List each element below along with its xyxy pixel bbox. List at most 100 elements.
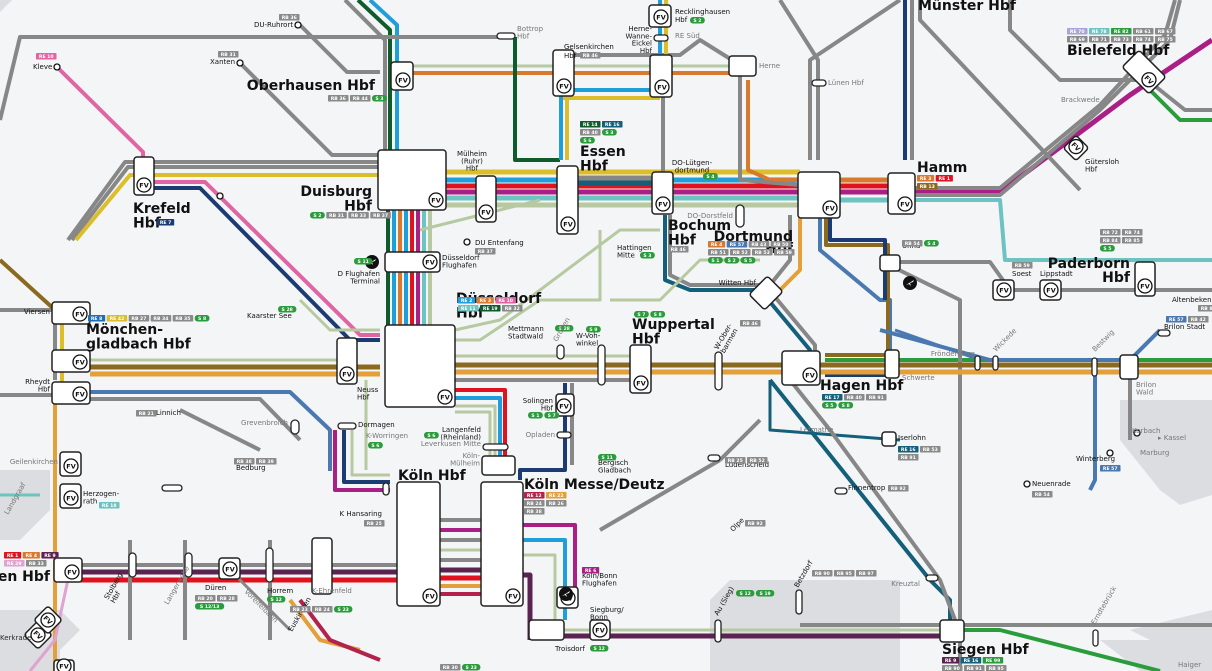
station-aachen-west[interactable]: FV: [34, 606, 62, 634]
station-re-sued[interactable]: [653, 34, 669, 42]
station-koeln-deutz[interactable]: FV: [480, 481, 524, 607]
station-soest[interactable]: FV: [992, 279, 1015, 301]
station-koeln-hbf-box[interactable]: [396, 481, 441, 607]
station-koeln-muelheim-box[interactable]: [481, 455, 516, 476]
station-siegen[interactable]: [939, 619, 965, 643]
station-opladen[interactable]: [556, 431, 572, 439]
station-aachen[interactable]: FV: [53, 557, 83, 583]
station-troisdorf-box[interactable]: [528, 619, 565, 641]
station-rheydt[interactable]: FV: [51, 381, 91, 405]
station-unna[interactable]: [879, 254, 901, 272]
station-winterberg[interactable]: [1106, 449, 1114, 457]
station-langerwehe[interactable]: [184, 552, 193, 578]
station-herzogenrath[interactable]: FV: [59, 483, 82, 509]
station-dus-flughafen[interactable]: FV: [384, 251, 441, 273]
station-gelsenkirchen[interactable]: FV: [552, 49, 575, 97]
station-hagen[interactable]: FV: [781, 350, 821, 386]
fv-icon-label: FV: [656, 14, 665, 22]
fv-icon-label: FV: [563, 221, 572, 229]
station-muelheim[interactable]: FV: [475, 175, 497, 223]
station-recklinghausen[interactable]: FV: [648, 4, 672, 28]
station-schwerte[interactable]: [884, 349, 900, 379]
station-witten-box[interactable]: [749, 276, 783, 310]
station-leverkusen[interactable]: [482, 443, 509, 451]
station-au[interactable]: [714, 619, 722, 643]
station-betzdorf[interactable]: [795, 589, 803, 615]
station-witten[interactable]: [749, 276, 783, 310]
station-lippstadt[interactable]: FV: [1039, 279, 1062, 301]
station-wuppertal[interactable]: FV: [629, 344, 652, 394]
station-koeln-west[interactable]: [382, 482, 390, 496]
station-horrem[interactable]: [265, 547, 274, 583]
station-bottrop[interactable]: [496, 32, 516, 40]
station-grevenbroich[interactable]: [290, 419, 300, 435]
station-koeln-deutz-box[interactable]: [480, 481, 524, 607]
station-gruiten[interactable]: [556, 344, 565, 360]
label-lippstadt: Lippstadt: [1040, 270, 1073, 278]
station-brilon-wald-box[interactable]: [1119, 354, 1139, 380]
station-neuenrade[interactable]: [1023, 480, 1031, 488]
station-duesseldorf[interactable]: FV: [384, 324, 456, 408]
station-herne-wanne[interactable]: FV: [649, 54, 673, 98]
station-duisburg-box[interactable]: [377, 149, 447, 211]
station-herne[interactable]: [728, 55, 757, 77]
station-wickede[interactable]: [992, 355, 999, 371]
station-brilon-stadt[interactable]: [1157, 329, 1171, 337]
station-solingen[interactable]: FV: [555, 393, 575, 417]
line-badge-label: RB 33: [29, 561, 44, 567]
station-essen-box[interactable]: [556, 165, 579, 235]
station-linnich-ignore[interactable]: [216, 192, 224, 200]
station-krefeld[interactable]: FV: [133, 156, 155, 196]
station-essen[interactable]: FV: [556, 165, 579, 235]
station-paderborn[interactable]: FV: [1134, 261, 1156, 297]
station-vohwinkel[interactable]: [597, 344, 606, 386]
station-mg[interactable]: FV: [51, 349, 91, 373]
station-unna-box[interactable]: [879, 254, 901, 272]
station-duisburg[interactable]: FV: [377, 149, 447, 211]
station-oberhausen[interactable]: FV: [390, 61, 414, 91]
station-dueren[interactable]: FV: [218, 557, 241, 580]
station-brilon-wald[interactable]: [1119, 354, 1139, 380]
wuppertal-badge: S 8: [650, 311, 666, 318]
station-entenfang[interactable]: [463, 238, 471, 246]
station-iserlohn-box[interactable]: [881, 431, 897, 447]
station-kleve[interactable]: [53, 63, 61, 71]
station-finnentrop[interactable]: [834, 487, 848, 495]
station-koeln-hbf[interactable]: FV: [396, 481, 441, 607]
station-herne-box[interactable]: [728, 55, 757, 77]
station-dortmund[interactable]: FV: [797, 171, 841, 219]
station-dorstfeld[interactable]: [735, 204, 745, 228]
station-iserlohn[interactable]: [881, 431, 897, 447]
station-bestwig[interactable]: [1091, 357, 1098, 377]
station-bottom[interactable]: FV: [53, 658, 75, 671]
station-erndtebrueck[interactable]: [1092, 629, 1099, 647]
station-luenen[interactable]: [811, 79, 827, 87]
station-neuss[interactable]: FV: [336, 337, 358, 385]
station-guetersloh[interactable]: FV: [1063, 135, 1089, 161]
station-stolberg[interactable]: [128, 552, 137, 578]
station-bochum[interactable]: FV: [651, 171, 674, 215]
station-siegburg[interactable]: FV: [589, 619, 611, 641]
station-duesseldorf-box[interactable]: [384, 324, 456, 408]
station-dormagen[interactable]: [337, 422, 357, 430]
station-ruhrort[interactable]: [294, 21, 302, 29]
station-kreuztal[interactable]: [925, 574, 939, 582]
station-siegen-box[interactable]: [939, 619, 965, 643]
station-luedenscheid[interactable]: [707, 454, 721, 462]
station-viersen[interactable]: FV: [51, 301, 91, 325]
station-oberbarmen[interactable]: [714, 351, 723, 391]
station-froendenberg[interactable]: [974, 355, 981, 371]
station-k-ehrenfeld-box[interactable]: [311, 537, 333, 595]
line-badge-label: RB 38: [527, 509, 542, 515]
station-schwerte-box[interactable]: [884, 349, 900, 379]
station-k-ehrenfeld[interactable]: [311, 537, 333, 595]
station-langenfeld[interactable]: [161, 484, 183, 492]
station-korbach[interactable]: [1133, 429, 1141, 437]
station-bielefeld[interactable]: FV: [1122, 50, 1166, 94]
station-xanten[interactable]: [236, 59, 244, 67]
station-geilenkirchen[interactable]: FV: [59, 451, 82, 477]
station-troisdorf[interactable]: [528, 619, 565, 641]
station-hamm[interactable]: FV: [887, 172, 916, 215]
station-koeln-muelheim[interactable]: [481, 455, 516, 476]
